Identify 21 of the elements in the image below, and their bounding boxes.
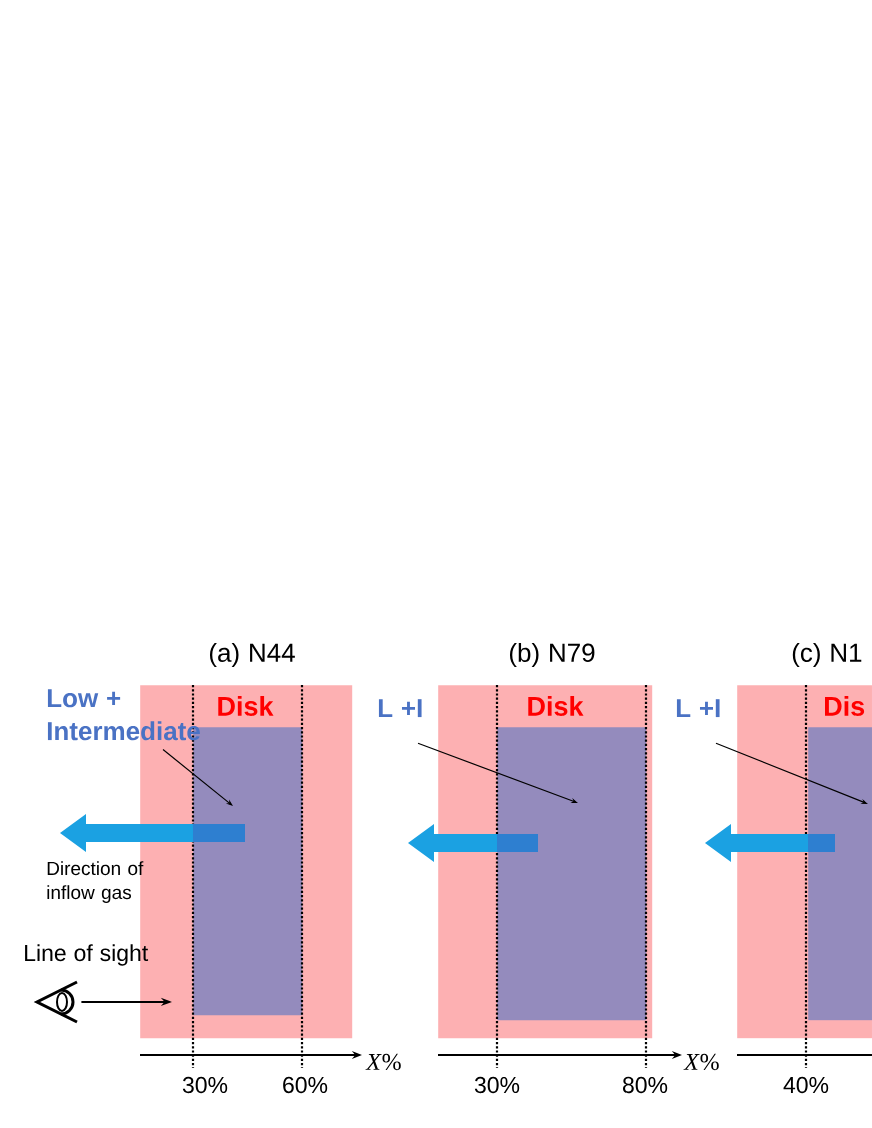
panel-title: (b) N79	[510, 642, 595, 668]
leader-label: L +I	[676, 699, 720, 718]
tick-label: 40%	[783, 1076, 829, 1094]
leader-arrow	[162, 748, 233, 806]
eye-icon	[33, 980, 78, 1024]
caption-text: Direction of inflow gas	[47, 861, 144, 903]
axis-label: X%	[365, 1053, 401, 1071]
region-label: Disk	[528, 696, 584, 716]
tick-label: 60%	[283, 1076, 328, 1094]
panel-title: (c) N1	[792, 642, 862, 668]
axis-label: X%	[683, 1053, 719, 1071]
tick-label: 80%	[623, 1076, 668, 1094]
tick-label: 30%	[474, 1076, 520, 1094]
inner-region	[808, 727, 872, 1021]
inner-region	[497, 727, 647, 1021]
panel-title: (a) N44	[210, 642, 295, 668]
tick-label: 30%	[182, 1076, 228, 1094]
region-label: Dis	[825, 696, 865, 716]
caption-text: Line of sight	[25, 944, 149, 966]
region-label: Disk	[218, 696, 274, 716]
leader-label: L +I	[378, 699, 422, 718]
